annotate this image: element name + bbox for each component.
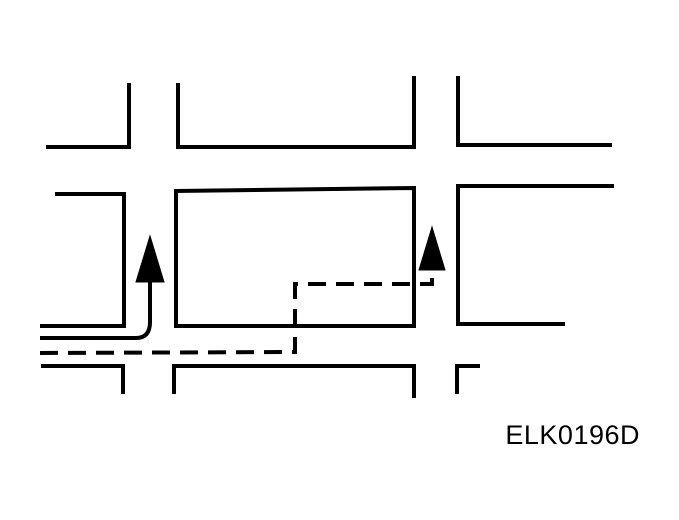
solid-route-arrowhead <box>135 234 165 283</box>
block-bottom-left <box>41 364 125 394</box>
street-block-outlines <box>40 76 614 398</box>
block-middle-right <box>456 184 614 326</box>
block-top-right <box>456 76 612 147</box>
block-bottom-middle <box>172 364 416 398</box>
block-top-left <box>46 83 131 149</box>
figure-code-label: ELK0196D <box>505 420 640 450</box>
solid-route-line <box>40 275 152 340</box>
route-solid <box>40 234 165 340</box>
route-dashed <box>39 225 446 355</box>
block-bottom-right <box>455 364 480 394</box>
block-middle-left <box>40 192 126 328</box>
block-top-middle <box>176 76 416 149</box>
block-middle-center <box>173 185 416 328</box>
dashed-route-line <box>39 262 434 355</box>
dashed-route-arrowhead <box>418 225 446 271</box>
